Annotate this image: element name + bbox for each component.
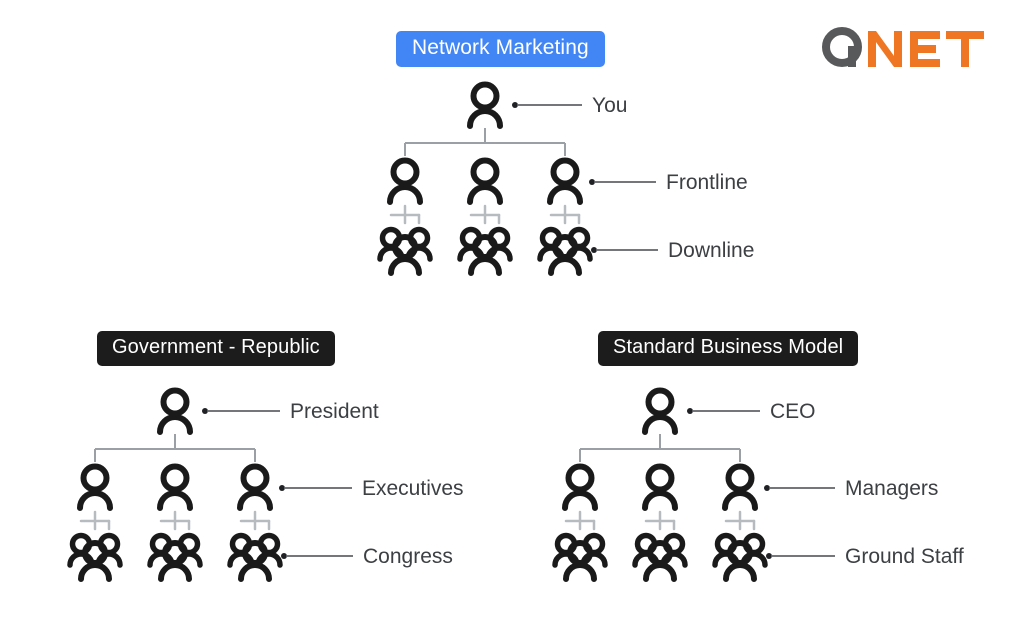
tree-connector-level2	[389, 204, 581, 225]
tree-connector-level2	[564, 510, 756, 531]
group-icon	[67, 532, 123, 582]
callout-label-level-3: Ground Staff	[845, 545, 964, 568]
callout-label-level-1: President	[290, 400, 379, 423]
group-icon	[712, 532, 768, 582]
person-icon	[237, 463, 273, 511]
badge-standard-business-model-label: Standard Business Model	[613, 336, 844, 358]
qnet-logo-q-mark	[822, 27, 862, 67]
badge-standard-business-model: Standard Business Model	[598, 331, 859, 366]
group-icon	[377, 226, 433, 276]
badge-government-republic-label: Government - Republic	[112, 336, 320, 358]
diagram-network-marketing: You Frontline Downline	[360, 80, 830, 276]
badge-network-marketing: Network Marketing	[396, 31, 605, 67]
qnet-logo	[818, 26, 998, 70]
callout-level-2: Managers	[764, 477, 938, 500]
tree-connector-level1	[404, 128, 566, 156]
person-icon	[547, 157, 583, 205]
person-icon	[642, 387, 678, 435]
badge-network-marketing-label: Network Marketing	[412, 36, 589, 59]
person-icon	[77, 463, 113, 511]
qnet-logo-net-word	[868, 31, 984, 67]
badge-government-republic: Government - Republic	[97, 331, 335, 366]
person-icon	[157, 463, 193, 511]
callout-level-2: Executives	[279, 477, 464, 500]
person-icon	[467, 81, 503, 129]
callout-label-level-3: Congress	[363, 545, 453, 568]
group-icon	[147, 532, 203, 582]
callout-label-level-1: You	[592, 94, 627, 117]
callout-level-3: Ground Staff	[766, 545, 964, 568]
callout-label-level-3: Downline	[668, 239, 754, 262]
group-icon	[537, 226, 593, 276]
person-icon	[467, 157, 503, 205]
callout-level-1: President	[202, 400, 379, 423]
group-icon	[552, 532, 608, 582]
callout-label-level-1: CEO	[770, 400, 816, 423]
callout-level-2: Frontline	[589, 171, 748, 194]
callout-level-1: CEO	[687, 400, 816, 423]
person-icon	[642, 463, 678, 511]
callout-label-level-2: Executives	[362, 477, 464, 500]
person-icon	[562, 463, 598, 511]
person-icon	[722, 463, 758, 511]
callout-label-level-2: Frontline	[666, 171, 748, 194]
tree-connector-level2	[79, 510, 271, 531]
group-icon	[457, 226, 513, 276]
callout-level-1: You	[512, 94, 627, 117]
callout-label-level-2: Managers	[845, 477, 938, 500]
callout-level-3: Downline	[591, 239, 754, 262]
diagram-government-republic: President Executives Congress	[50, 386, 520, 582]
tree-connector-level1	[579, 434, 741, 462]
callout-level-3: Congress	[281, 545, 453, 568]
group-icon	[227, 532, 283, 582]
diagram-standard-business-model: CEO Managers Ground Staff	[535, 386, 1015, 582]
qnet-logo-svg	[822, 27, 984, 67]
group-icon	[632, 532, 688, 582]
person-icon	[387, 157, 423, 205]
tree-connector-level1	[94, 434, 256, 462]
person-icon	[157, 387, 193, 435]
